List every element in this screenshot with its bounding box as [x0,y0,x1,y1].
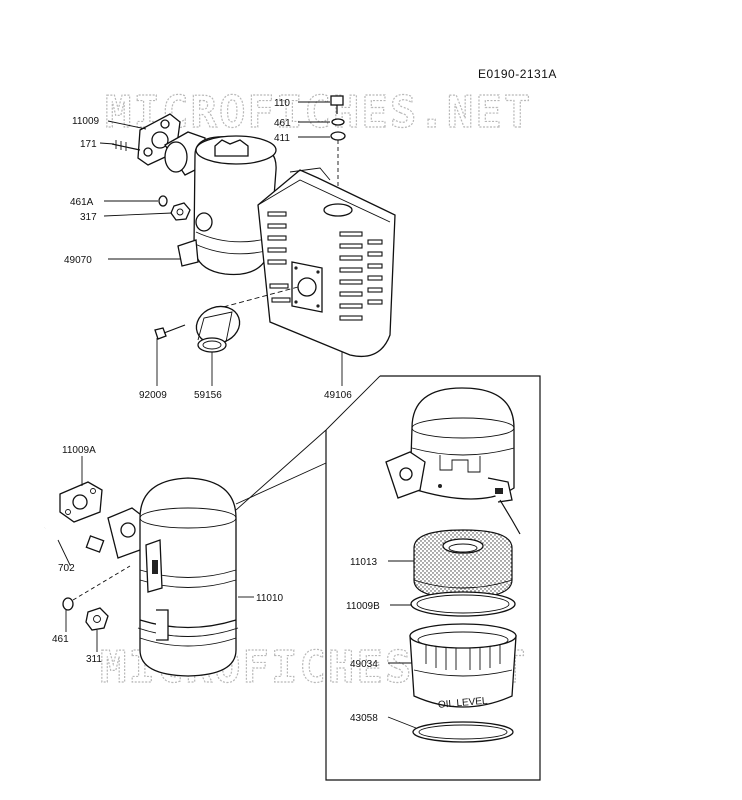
bolt-110-part [330,95,344,114]
part-label-59156: 59156 [194,390,222,401]
washer-461A-part [158,195,168,207]
washer-461-part [331,118,345,126]
part-label-11009B: 11009B [346,601,380,612]
part-label-110: 110 [274,98,290,109]
part-label-461A: 461A [70,197,94,208]
muffler-49070-part [164,131,277,276]
gasket-11009B-part [410,591,516,617]
part-label-43058: 43058 [350,713,378,724]
oil-level-marking: OIL LEVEL [438,696,489,711]
nut-311-part [85,607,109,631]
part-label-317: 317 [80,212,97,223]
washer-461-lower-part [62,597,74,611]
exploded-detail-panel: OIL LEVEL [325,375,541,781]
part-label-49034: 49034 [350,659,378,670]
leader-lines [57,101,417,729]
muffler-assembly [111,95,396,358]
filter-element-11013-part [413,529,513,599]
nut-317-part [170,202,191,221]
air-cleaner-11010-part [107,477,239,677]
washer-411-part [330,131,346,141]
part-label-92009: 92009 [139,390,167,401]
part-label-49106: 49106 [324,390,352,401]
part-labels: 110 461 411 11009 171 461A 317 49070 920… [52,98,380,724]
muffler-cover-49106-part [211,167,396,358]
part-label-11010: 11010 [256,593,284,604]
part-label-411: 411 [274,133,290,144]
reference-code: E0190-2131A [478,67,557,81]
hose-702-part [44,524,105,553]
part-label-311: 311 [86,654,102,665]
stud-171-part [111,140,141,151]
air-cleaner-assembly [44,375,381,677]
gasket-11009A-part [59,481,103,523]
part-label-11013: 11013 [350,557,378,568]
spark-arrester-59156-part [195,305,241,353]
air-cleaner-cover-part [385,387,521,535]
part-label-171: 171 [80,139,97,150]
gasket-43058-part [412,721,514,743]
part-label-461-bottom: 461 [52,634,69,645]
oil-bowl-49034-part: OIL LEVEL [409,623,517,711]
part-label-11009A: 11009A [62,445,96,456]
bolt-92009-part [154,324,186,340]
part-label-11009: 11009 [72,116,100,127]
part-label-461-top: 461 [274,118,291,129]
part-label-49070: 49070 [64,255,92,266]
part-label-702: 702 [58,563,75,574]
